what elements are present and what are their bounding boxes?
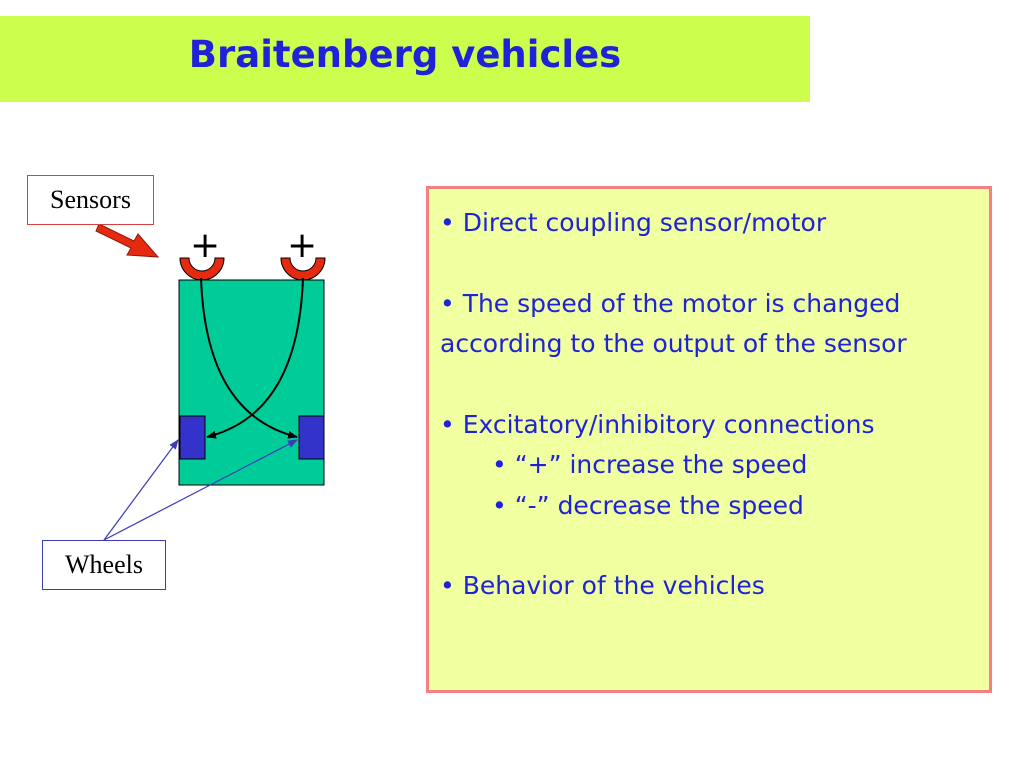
bullet-behavior: • Behavior of the vehicles bbox=[440, 571, 765, 600]
bullet-connections: • Excitatory/inhibitory connections bbox=[440, 409, 875, 439]
left-sensor-to-right-wheel bbox=[200, 277, 298, 439]
sensors-label: Sensors bbox=[27, 175, 154, 225]
slide-title: Braitenberg vehicles bbox=[188, 33, 622, 76]
left-sensor-sign: + bbox=[190, 225, 221, 266]
left-wheel bbox=[179, 415, 206, 460]
bullet-direct-coupling: • Direct coupling sensor/motor bbox=[440, 208, 827, 237]
left-sensor bbox=[179, 257, 225, 281]
wheels-pointer-right bbox=[103, 439, 298, 541]
wheels-label: Wheels bbox=[42, 540, 166, 590]
wheels-pointer-left bbox=[103, 439, 179, 541]
sensors-pointer-arrow bbox=[95, 223, 160, 258]
right-sensor-to-left-wheel bbox=[206, 277, 304, 439]
sub-bullet-minus: • “-” decrease the speed bbox=[492, 490, 804, 520]
info-box: • Direct coupling sensor/motor • The spe… bbox=[426, 186, 992, 693]
right-sensor bbox=[280, 257, 326, 281]
right-wheel bbox=[298, 415, 325, 460]
title-banner: Braitenberg vehicles bbox=[0, 16, 810, 102]
sub-bullet-plus: • “+” increase the speed bbox=[492, 450, 808, 479]
right-sensor-sign: + bbox=[287, 225, 318, 266]
bullet-motor-speed: • The speed of the motor is changed acco… bbox=[440, 288, 907, 359]
